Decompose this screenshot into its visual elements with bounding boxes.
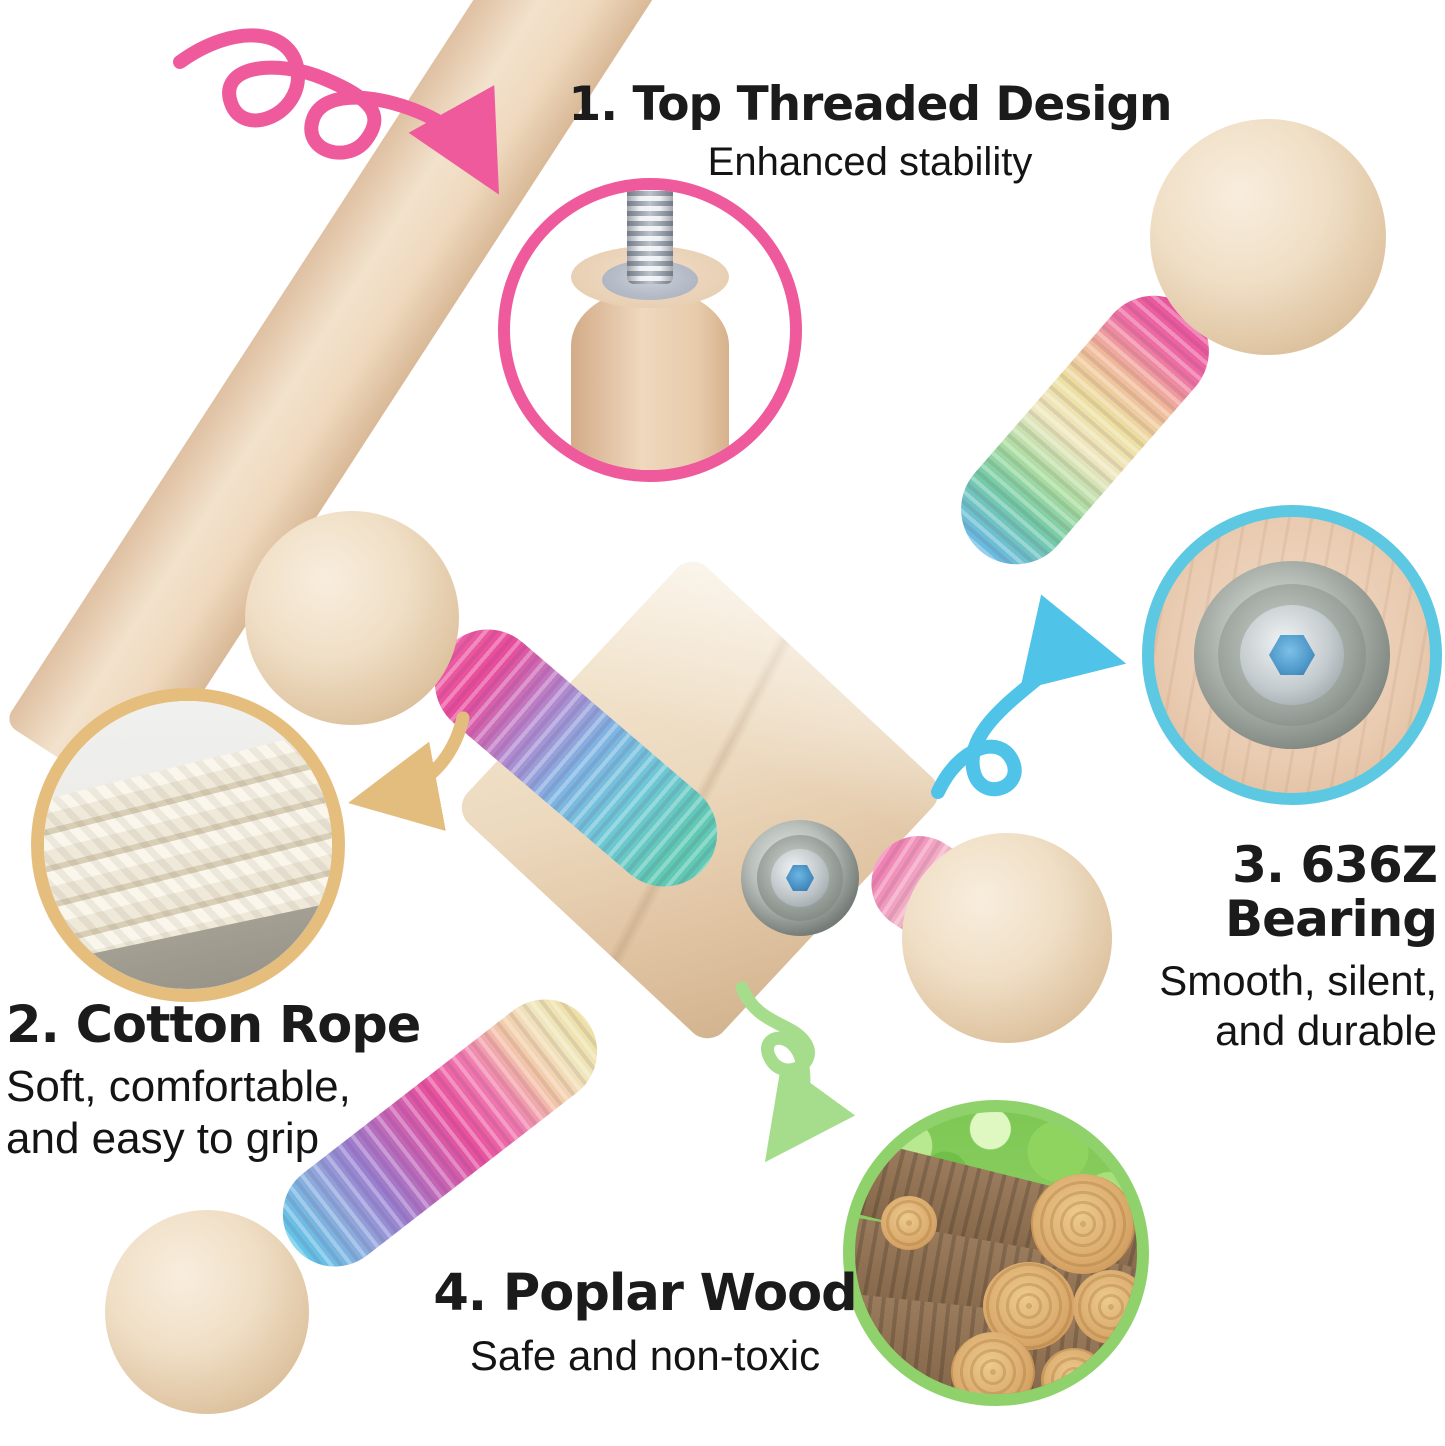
log-end [1041,1348,1107,1394]
blue-curly-arrow-icon [931,594,1127,799]
feature-2-cotton-rope: 2. Cotton Rope Soft, comfortable, and ea… [6,998,446,1165]
wooden-ball-bottom-left [105,1210,309,1414]
hub-bearing-hex-socket [786,865,814,891]
feature-2-subtitle-line1: Soft, comfortable, [6,1062,351,1112]
log-end [1073,1270,1137,1344]
green-curly-arrow-icon [735,981,856,1163]
feature-4-subtitle: Safe and non-toxic [469,1332,821,1380]
feature-1-subtitle: Enhanced stability [707,139,1033,184]
log-end [951,1332,1035,1394]
threaded-top-inset-photo [498,178,802,482]
feature-3-subtitle-line2: and durable [1215,1006,1437,1054]
feature-1-title: 1. Top Threaded Design [568,77,1173,132]
feature-4-poplar-wood: 4. Poplar Wood Safe and non-toxic [400,1266,890,1381]
wooden-ball-left [245,511,459,725]
feature-3-subtitle: Smooth, silent, and durable [1005,956,1437,1055]
bearing-inset-photo [1142,505,1442,805]
feature-4-title: 4. Poplar Wood [433,1264,857,1323]
tan-curved-arrow-icon [348,711,470,832]
feature-2-title: 2. Cotton Rope [6,996,421,1055]
dowel-end [571,288,729,470]
feature-1-threaded-design: 1. Top Threaded Design Enhanced stabilit… [540,77,1200,186]
log-end [1031,1174,1135,1274]
feature-2-subtitle: Soft, comfortable, and easy to grip [6,1061,446,1165]
cotton-rope-inset-photo [31,688,345,1002]
wooden-ball-top-right [1150,119,1386,355]
wooden-ball-right [902,833,1112,1043]
threaded-screw [627,190,673,284]
log-end [881,1196,937,1250]
feature-2-subtitle-line2: and easy to grip [6,1113,320,1163]
feature-3-subtitle-line1: Smooth, silent, [1159,957,1437,1004]
feature-3-bearing: 3. 636Z Bearing Smooth, silent, and dura… [1005,836,1438,1055]
feature-3-title: 3. 636Z Bearing [1225,836,1438,948]
